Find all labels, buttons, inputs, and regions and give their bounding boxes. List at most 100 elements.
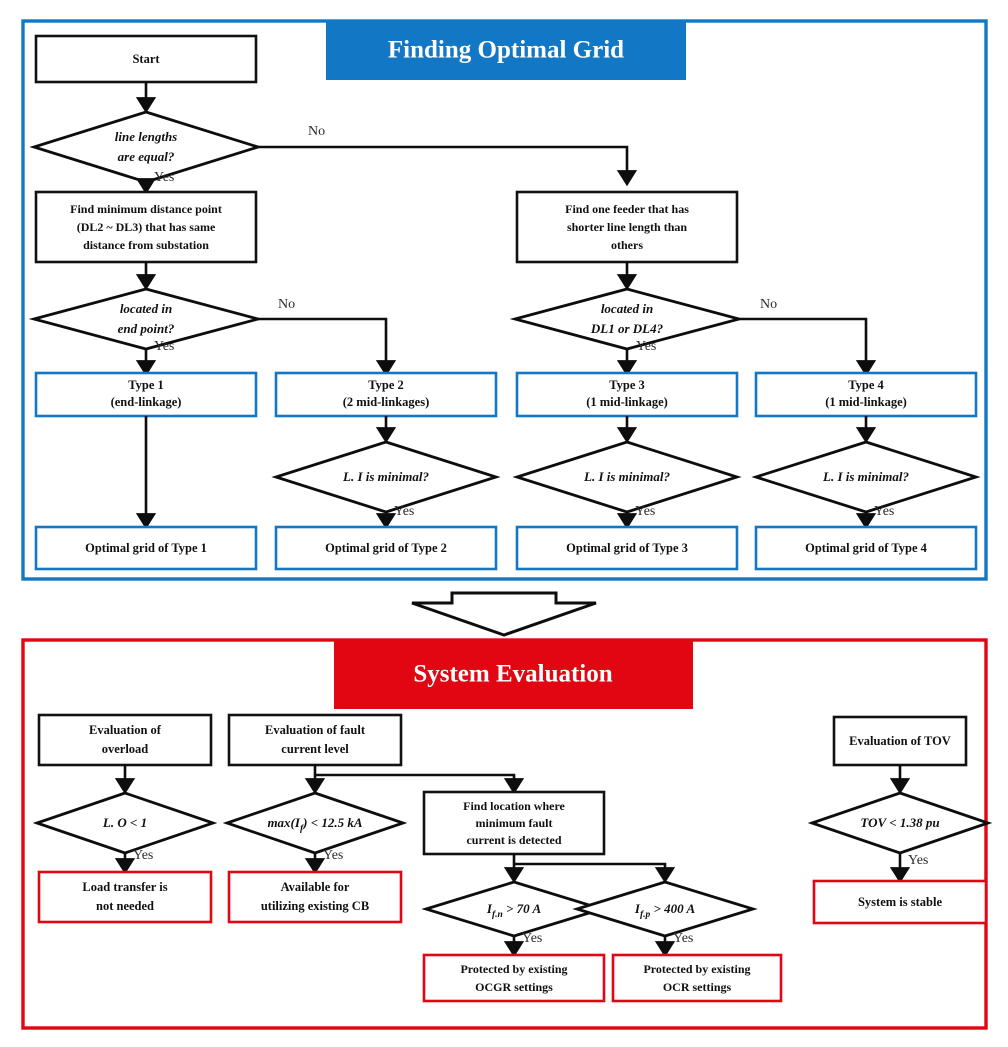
node-protected-ocgr: Protected by existing OCGR settings [422,953,606,1003]
node-eval-tov: Evaluation of TOV [832,715,968,767]
q-maxif-label: max(If) < 12.5 kA [267,815,362,834]
edge-label-yes-li4: Yes [874,504,894,519]
find-location-line1: Find location where [463,799,565,813]
find-min-distance-line3: distance from substation [83,238,209,252]
q-end-point-line1: located in [120,301,172,316]
system-stable-label: System is stable [858,895,942,909]
optimal-grid-4-label: Optimal grid of Type 4 [805,541,928,555]
type1-line1: Type 1 [128,378,164,392]
node-start-label: Start [132,52,160,66]
available-cb-line2: utilizing existing CB [261,899,369,913]
node-q-lo: L. O < 1 [32,791,218,855]
q-tov-label: TOV < 1.38 pu [860,815,939,830]
find-location-line3: current is detected [466,833,561,847]
q-li-4-label: L. I is minimal? [822,469,909,484]
top-section-frame [21,19,988,581]
protected-ocgr-line2: OCGR settings [475,980,553,994]
node-q-dl: located in DL1 or DL4? [509,287,745,351]
node-type4: Type 4 (1 mid-linkage) [754,371,978,418]
q-dl-line2: DL1 or DL4? [590,321,664,336]
bottom-banner-label: System Evaluation [413,661,612,688]
protected-ocr-line1: Protected by existing [643,962,750,976]
type1-line2: (end-linkage) [111,395,182,409]
edge-label-no-1: No [308,124,325,139]
edge-fault-to-findloc [315,773,525,795]
eval-fault-line2: current level [281,742,349,756]
node-protected-ocr: Protected by existing OCR settings [611,953,783,1003]
node-q-end-point: located in end point? [28,287,264,351]
available-cb-line1: Available for [281,880,350,894]
node-eval-fault-current: Evaluation of fault current level [227,713,403,767]
find-one-feeder-line3: others [611,238,643,252]
node-type1: Type 1 (end-linkage) [34,371,258,418]
q-line-lengths-line1: line lengths [115,129,178,144]
edge-label-yes-tov: Yes [908,853,928,868]
find-location-line2: minimum fault [475,816,552,830]
node-find-one-feeder: Find one feeder that has shorter line le… [515,190,739,264]
optimal-grid-1-label: Optimal grid of Type 1 [85,541,207,555]
node-start: Start [34,34,258,84]
down-arrow-connector [411,591,597,637]
node-q-li-2: L. I is minimal? [271,440,501,514]
eval-overload-line1: Evaluation of [89,723,162,737]
node-eval-overload: Evaluation of overload [37,713,213,767]
type2-line1: Type 2 [368,378,404,392]
q-dl-line1: located in [601,301,653,316]
eval-overload-line2: overload [102,742,149,756]
q-ifp-label: If.p > 400 A [634,901,696,920]
node-optimal-grid-1: Optimal grid of Type 1 [34,525,258,571]
type4-line2: (1 mid-linkage) [825,395,907,409]
top-banner: Finding Optimal Grid [326,22,686,80]
edge-label-no-3: No [760,297,777,312]
q-li-2-label: L. I is minimal? [342,469,429,484]
node-load-transfer: Load transfer is not needed [37,870,213,924]
node-find-min-distance: Find minimum distance point (DL2 ~ DL3) … [34,190,258,264]
find-one-feeder-line1: Find one feeder that has [565,202,689,216]
load-transfer-line2: not needed [96,899,154,913]
type2-line2: (2 mid-linkages) [343,395,429,409]
node-optimal-grid-2: Optimal grid of Type 2 [274,525,498,571]
node-q-tov: TOV < 1.38 pu [807,791,993,855]
edge-label-yes-3: Yes [636,339,656,354]
edge-q3-no [739,317,877,377]
eval-tov-label: Evaluation of TOV [849,734,951,748]
node-q-li-4: L. I is minimal? [751,440,981,514]
find-one-feeder-line2: shorter line length than [567,220,687,234]
load-transfer-line1: Load transfer is [82,880,167,894]
node-optimal-grid-3: Optimal grid of Type 3 [515,525,739,571]
edge-q2-no [258,317,397,377]
node-q-li-3: L. I is minimal? [512,440,742,514]
node-available-cb: Available for utilizing existing CB [227,870,403,924]
edge-q1-no [258,145,638,187]
eval-fault-line1: Evaluation of fault [265,723,366,737]
edge-label-yes-lo: Yes [133,848,153,863]
type3-line1: Type 3 [609,378,645,392]
optimal-grid-2-label: Optimal grid of Type 2 [325,541,447,555]
node-q-ifp: If.p > 400 A [572,880,758,938]
node-find-location: Find location where minimum fault curren… [422,790,606,856]
type4-line1: Type 4 [848,378,884,392]
find-min-distance-line2: (DL2 ~ DL3) that has same [77,220,216,234]
q-li-3-label: L. I is minimal? [583,469,670,484]
edge-label-yes-maxif: Yes [323,848,343,863]
top-banner-label: Finding Optimal Grid [388,37,624,64]
node-q-maxif: max(If) < 12.5 kA [222,791,408,855]
q-ifn-label: If.n > 70 A [486,901,542,920]
edge-label-yes-2: Yes [154,339,174,354]
edge-label-yes-li2: Yes [394,504,414,519]
node-type3: Type 3 (1 mid-linkage) [515,371,739,418]
bottom-banner: System Evaluation [334,641,693,709]
edge-label-yes-ifn: Yes [522,931,542,946]
edge-label-yes-li3: Yes [635,504,655,519]
optimal-grid-3-label: Optimal grid of Type 3 [566,541,688,555]
type3-line2: (1 mid-linkage) [586,395,668,409]
edge-label-no-2: No [278,297,295,312]
q-line-lengths-line2: are equal? [118,149,175,164]
protected-ocr-line2: OCR settings [663,980,732,994]
q-lo-label: L. O < 1 [102,815,147,830]
edge-label-yes-ifp: Yes [673,931,693,946]
node-system-stable: System is stable [812,879,988,925]
node-type2: Type 2 (2 mid-linkages) [274,371,498,418]
